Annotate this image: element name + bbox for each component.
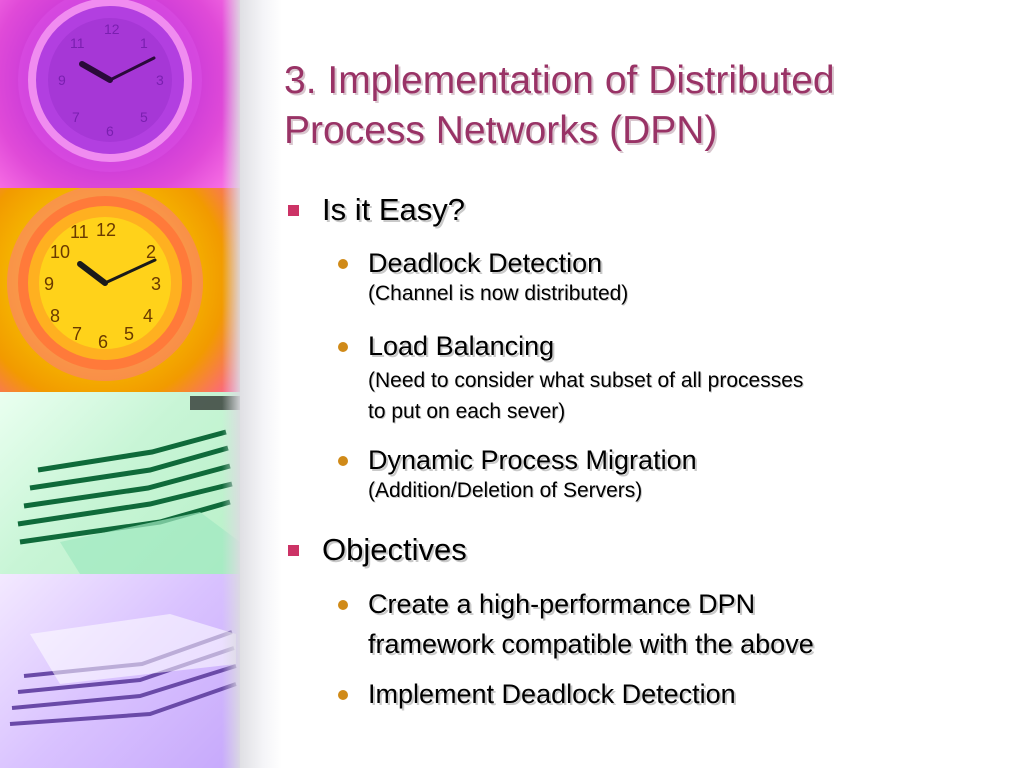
slide-content: Is it Easy? Deadlock Detection (Channel … [284, 190, 984, 714]
svg-text:1: 1 [140, 35, 148, 51]
svg-text:12: 12 [96, 220, 116, 240]
svg-text:3: 3 [156, 72, 164, 88]
sub-bullet-text-2: framework compatible with the above [368, 629, 814, 659]
sub-bullet-note: (Channel is now distributed) [368, 282, 629, 305]
svg-text:12: 12 [104, 21, 120, 37]
dot-bullet-icon [338, 600, 348, 610]
dot-bullet-icon [338, 259, 348, 269]
sub-bullet-create-framework: Create a high-performance DPN framework … [284, 584, 984, 664]
strip-fade [222, 0, 282, 768]
sub-bullet-note-2: to put on each sever) [368, 400, 566, 423]
svg-text:3: 3 [151, 274, 161, 294]
svg-text:9: 9 [44, 274, 54, 294]
square-bullet-icon [288, 545, 299, 556]
svg-text:7: 7 [72, 324, 82, 344]
bullet-text: Is it Easy? [322, 192, 465, 227]
dot-bullet-icon [338, 342, 348, 352]
svg-text:7: 7 [72, 109, 80, 125]
svg-text:6: 6 [98, 332, 108, 352]
title-line-1: 3. Implementation of Distributed [284, 59, 835, 102]
svg-text:5: 5 [124, 324, 134, 344]
svg-text:11: 11 [70, 35, 85, 51]
bullet-is-it-easy: Is it Easy? [284, 190, 984, 230]
svg-text:2: 2 [146, 242, 156, 262]
svg-text:8: 8 [50, 306, 60, 326]
svg-text:6: 6 [106, 123, 114, 139]
purple-clock-image: 12 1 3 5 6 7 9 11 [0, 0, 240, 188]
bullet-objectives: Objectives [284, 530, 984, 570]
sub-bullet-implement-deadlock: Implement Deadlock Detection [284, 674, 984, 714]
page-title: 3. Implementation of Distributed Process… [284, 56, 1004, 156]
sub-bullet-text: Deadlock Detection [368, 248, 603, 278]
square-bullet-icon [288, 205, 299, 216]
sub-bullet-deadlock: Deadlock Detection (Channel is now distr… [284, 246, 984, 307]
sub-bullet-migration: Dynamic Process Migration (Addition/Dele… [284, 443, 984, 504]
svg-text:5: 5 [140, 109, 148, 125]
sub-bullet-load-balancing: Load Balancing (Need to consider what su… [284, 329, 984, 425]
svg-text:10: 10 [50, 242, 70, 262]
title-line-2: Process Networks (DPN) [284, 109, 718, 152]
sub-bullet-text: Create a high-performance DPN [368, 589, 756, 619]
svg-text:4: 4 [143, 306, 153, 326]
svg-text:11: 11 [70, 222, 89, 242]
sub-bullet-text: Dynamic Process Migration [368, 445, 697, 475]
dot-bullet-icon [338, 690, 348, 700]
sub-bullet-text: Implement Deadlock Detection [368, 679, 736, 709]
sub-bullet-note: (Addition/Deletion of Servers) [368, 479, 643, 502]
bullet-text: Objectives [322, 532, 467, 567]
sub-bullet-note: (Need to consider what subset of all pro… [368, 369, 804, 392]
purple-papers-image [0, 574, 240, 768]
green-papers-image [0, 392, 240, 574]
sub-bullet-text: Load Balancing [368, 331, 555, 361]
svg-text:9: 9 [58, 72, 66, 88]
dot-bullet-icon [338, 456, 348, 466]
